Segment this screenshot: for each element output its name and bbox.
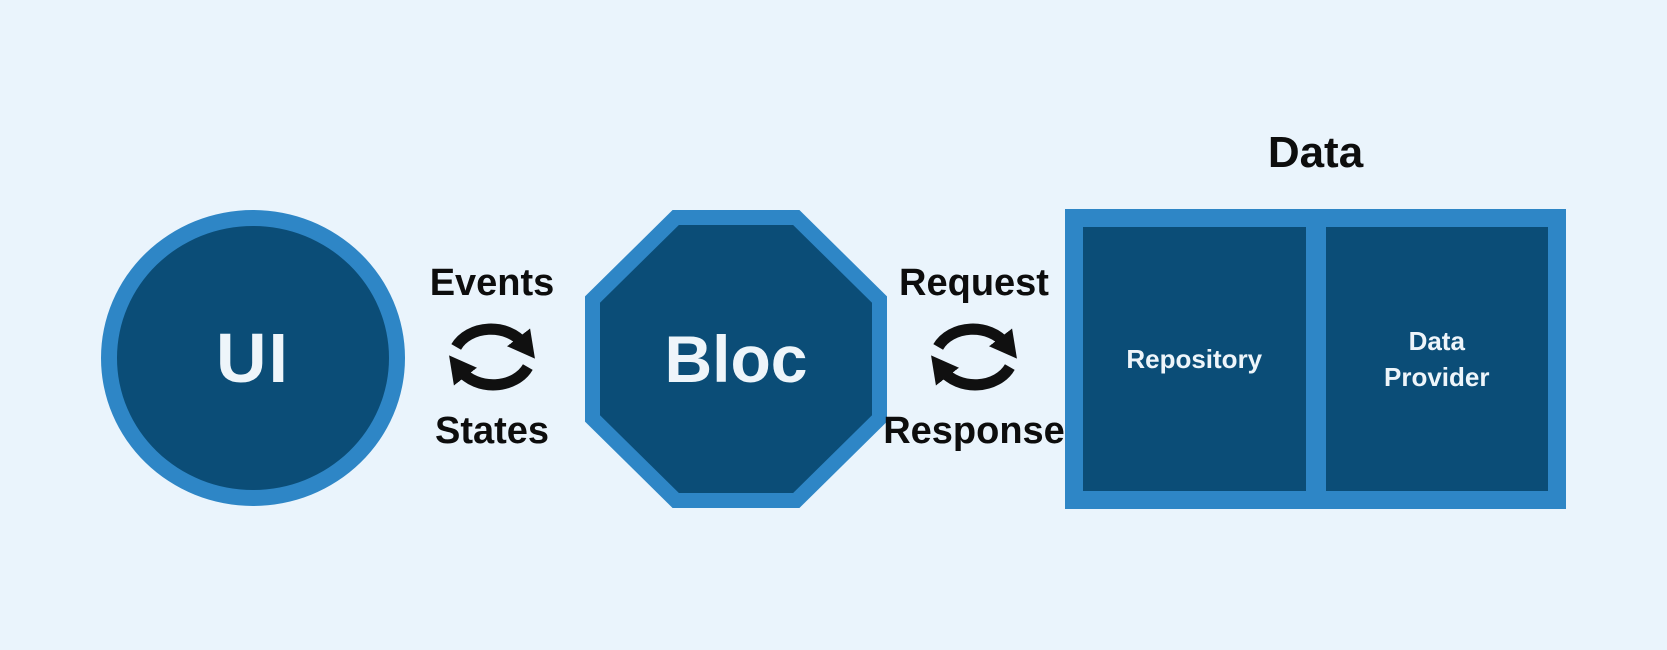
cycle-arrows-icon bbox=[931, 323, 1017, 391]
response-label: Response bbox=[883, 410, 1065, 452]
bloc-octagon-inner: Bloc bbox=[600, 225, 872, 493]
data-group-box: Repository Data Provider bbox=[1065, 209, 1566, 509]
data-group-title: Data bbox=[1267, 128, 1364, 177]
ui-node-label: UI bbox=[216, 319, 290, 397]
data-provider-label: Data Provider bbox=[1384, 326, 1490, 392]
repository-label: Repository bbox=[1126, 344, 1263, 374]
data-provider-box: Data Provider bbox=[1325, 227, 1548, 491]
node-bloc: Bloc bbox=[585, 210, 887, 508]
flow-ui-bloc: Events States bbox=[412, 260, 572, 454]
events-label: Events bbox=[429, 262, 555, 304]
repository-box: Repository bbox=[1083, 227, 1306, 491]
bloc-node-label: Bloc bbox=[664, 322, 808, 396]
flow-bloc-data: Request Response bbox=[882, 260, 1066, 454]
cycle-arrows-icon bbox=[449, 323, 535, 391]
request-label: Request bbox=[899, 262, 1049, 304]
node-ui: UI bbox=[101, 210, 405, 506]
states-label: States bbox=[434, 410, 550, 452]
